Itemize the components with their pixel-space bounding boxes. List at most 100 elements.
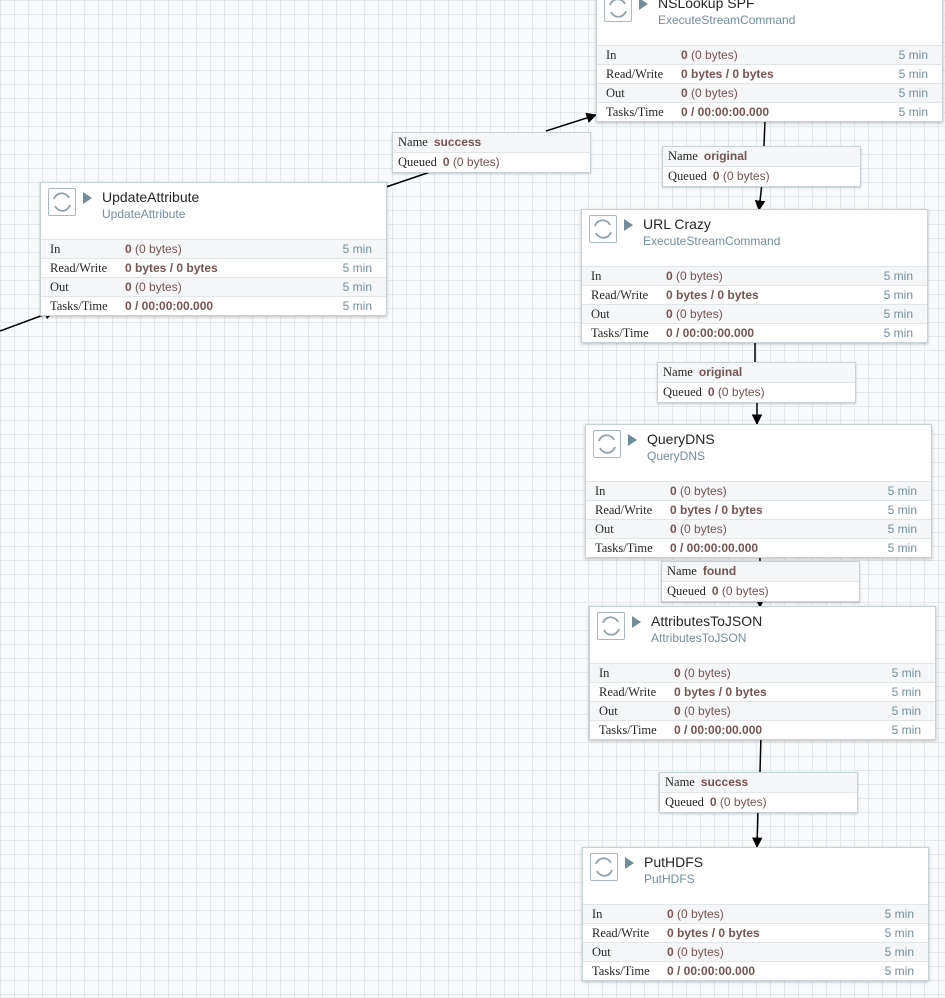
stat-label: Tasks/Time	[595, 541, 653, 555]
stat-label: In	[50, 242, 61, 256]
stat-window: 5 min	[898, 86, 928, 100]
processor-header: URL Crazy ExecuteStreamCommand	[582, 210, 927, 266]
stat-label: Read/Write	[606, 67, 664, 81]
stat-window: 5 min	[898, 105, 928, 119]
stat-window: 5 min	[884, 907, 914, 921]
stat-value: 0 bytes / 0 bytes	[666, 288, 759, 302]
stat-row-out: Out 0 (0 bytes) 5 min	[590, 701, 935, 720]
processor-type: PutHDFS	[644, 872, 695, 886]
stat-value: 0 bytes / 0 bytes	[670, 503, 763, 517]
stat-label: Read/Write	[599, 685, 657, 699]
stat-label: In	[606, 48, 617, 62]
stat-label: In	[599, 666, 610, 680]
processor-type: ExecuteStreamCommand	[658, 13, 796, 27]
stat-label: In	[595, 484, 606, 498]
connection-name: success	[433, 135, 482, 149]
processor-nslookup-spf[interactable]: NSLookup SPF ExecuteStreamCommand In 0 (0…	[596, 0, 943, 122]
run-status-icon	[83, 192, 92, 204]
connection-name: success	[700, 775, 749, 789]
stat-window: 5 min	[342, 242, 372, 256]
stat-label: Tasks/Time	[50, 299, 108, 313]
processor-icon	[48, 188, 76, 216]
stat-value: 0 (0 bytes)	[674, 666, 731, 680]
stat-value: 0 / 00:00:00.000	[674, 723, 763, 737]
processor-type: UpdateAttribute	[102, 207, 186, 221]
stat-label: Out	[606, 86, 625, 100]
stat-window: 5 min	[887, 541, 917, 555]
processor-name: UpdateAttribute	[102, 189, 200, 205]
stat-label: Tasks/Time	[599, 723, 657, 737]
stat-window: 5 min	[883, 307, 913, 321]
stat-label: Out	[595, 522, 614, 536]
stat-value: 0 (0 bytes)	[670, 522, 727, 536]
stat-value: 0 (0 bytes)	[667, 945, 724, 959]
stat-label: Out	[50, 280, 69, 294]
stat-value: 0 bytes / 0 bytes	[674, 685, 767, 699]
stat-value: 0 / 00:00:00.000	[667, 964, 756, 978]
processor-icon	[604, 0, 632, 22]
stat-value: 0 / 00:00:00.000	[670, 541, 759, 555]
processor-name: URL Crazy	[643, 216, 711, 232]
stat-label: Read/Write	[50, 261, 108, 275]
stat-label: In	[592, 907, 603, 921]
processor-icon	[590, 853, 618, 881]
stat-label: Tasks/Time	[591, 326, 649, 340]
stat-window: 5 min	[887, 503, 917, 517]
stat-window: 5 min	[891, 723, 921, 737]
processor-name: NSLookup SPF	[658, 0, 755, 11]
processor-header: AttributesToJSON AttributesToJSON	[590, 607, 935, 663]
stat-row-tasks-time: Tasks/Time 0 / 00:00:00.000 5 min	[586, 538, 931, 557]
stat-value: 0 (0 bytes)	[670, 484, 727, 498]
stat-window: 5 min	[887, 484, 917, 498]
stat-window: 5 min	[883, 326, 913, 340]
stat-value: 0 / 00:00:00.000	[666, 326, 755, 340]
connection-name: found	[702, 564, 737, 578]
connection-line	[763, 119, 766, 147]
processor-type: AttributesToJSON	[651, 631, 747, 645]
stat-value: 0 (0 bytes)	[681, 48, 738, 62]
stat-value: 0 (0 bytes)	[681, 86, 738, 100]
stat-window: 5 min	[891, 704, 921, 718]
stat-value: 0 / 00:00:00.000	[681, 105, 770, 119]
processor-icon	[589, 215, 617, 243]
stat-row-out: Out 0 (0 bytes) 5 min	[597, 83, 942, 102]
processor-icon	[593, 430, 621, 458]
stat-value: 0 (0 bytes)	[674, 704, 731, 718]
stat-window: 5 min	[342, 299, 372, 313]
stat-value: 0 (0 bytes)	[666, 269, 723, 283]
processor-name: QueryDNS	[647, 431, 715, 447]
stat-value: 0 (0 bytes)	[125, 280, 182, 294]
processor-header: UpdateAttribute UpdateAttribute	[41, 183, 386, 239]
stat-window: 5 min	[883, 269, 913, 283]
stat-window: 5 min	[891, 666, 921, 680]
processor-attributestojson[interactable]: AttributesToJSON AttributesToJSON In 0 (0…	[589, 606, 936, 740]
stat-label: Out	[599, 704, 618, 718]
stat-window: 5 min	[883, 288, 913, 302]
stat-label: Read/Write	[592, 926, 650, 940]
connection-name: original	[703, 149, 748, 163]
stat-value: 0 bytes / 0 bytes	[667, 926, 760, 940]
stat-row-tasks-time: Tasks/Time 0 / 00:00:00.000 5 min	[590, 720, 935, 739]
stat-window: 5 min	[898, 48, 928, 62]
